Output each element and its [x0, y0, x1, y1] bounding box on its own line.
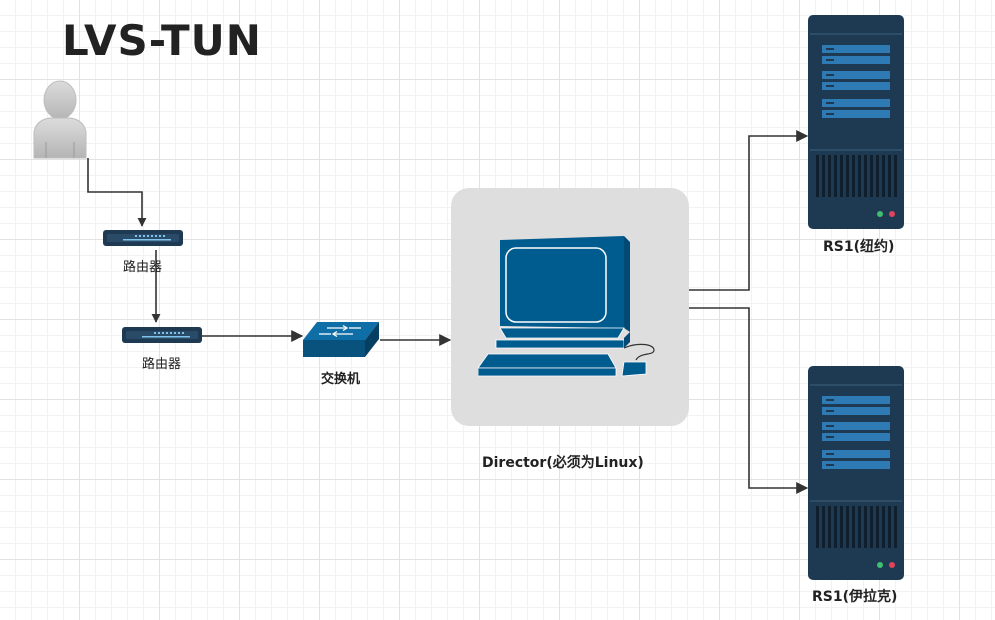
router-2-node — [122, 325, 202, 345]
edge-client-router1 — [87, 158, 147, 227]
director-computer — [477, 234, 658, 384]
server-icon — [808, 15, 904, 229]
director-label: Director(必须为Linux) — [482, 455, 644, 471]
server-icon — [808, 366, 904, 580]
computer-icon — [477, 236, 655, 377]
router-1-node — [103, 228, 183, 248]
router-icon — [103, 230, 183, 246]
router-icon — [122, 327, 202, 343]
switch-icon — [303, 322, 379, 357]
switch-node — [303, 320, 381, 360]
diagram-title: LVS-TUN — [62, 16, 262, 65]
rs-bottom-node — [808, 366, 904, 580]
client-node — [32, 80, 88, 160]
user-icon — [33, 80, 87, 159]
switch-label: 交换机 — [321, 372, 361, 387]
rs-bottom-label: RS1(伊拉克) — [812, 589, 898, 605]
router-2-label: 路由器 — [142, 357, 182, 372]
rs-top-label: RS1(纽约) — [823, 239, 895, 255]
edge-director-rs-bottom — [689, 307, 809, 494]
edge-director-rs-top — [689, 130, 809, 291]
rs-top-node — [808, 15, 904, 229]
router-1-label: 路由器 — [123, 260, 163, 275]
